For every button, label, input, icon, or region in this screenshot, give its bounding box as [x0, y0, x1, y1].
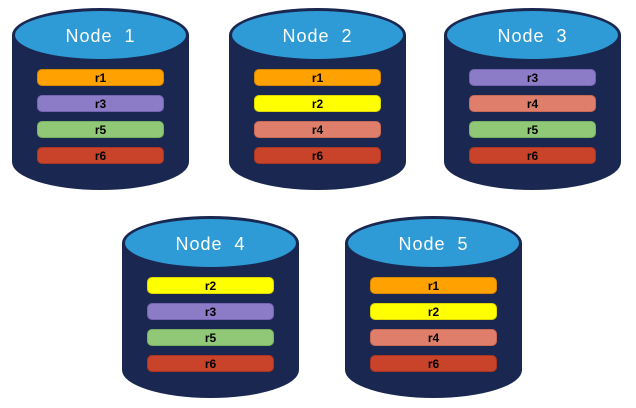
- database-node: Node 2 r1 r2 r4 r6: [229, 8, 406, 190]
- replica-bar-r3: r3: [469, 69, 596, 86]
- cylinder-top: Node 4: [122, 216, 299, 270]
- replica-list: r1 r2 r4 r6: [345, 277, 522, 372]
- cylinder-top: Node 5: [345, 216, 522, 270]
- replica-bar-r1: r1: [370, 277, 497, 294]
- replica-bar-r2: r2: [254, 95, 381, 112]
- replica-bar-r4: r4: [254, 121, 381, 138]
- replica-list: r1 r3 r5 r6: [12, 69, 189, 164]
- cylinder-top: Node 2: [229, 8, 406, 62]
- replica-bar-r5: r5: [147, 329, 274, 346]
- replica-bar-r5: r5: [37, 121, 164, 138]
- node-title: Node 3: [497, 26, 568, 46]
- replica-bar-r6: r6: [370, 355, 497, 372]
- replica-bar-r2: r2: [370, 303, 497, 320]
- database-node: Node 1 r1 r3 r5 r6: [12, 8, 189, 190]
- replica-bar-r2: r2: [147, 277, 274, 294]
- replica-bar-r3: r3: [37, 95, 164, 112]
- node-title: Node 2: [282, 26, 353, 46]
- replica-bar-r6: r6: [37, 147, 164, 164]
- node-title: Node 4: [175, 234, 246, 254]
- replica-list: r3 r4 r5 r6: [444, 69, 621, 164]
- cylinder-top: Node 3: [444, 8, 621, 62]
- replica-bar-r6: r6: [469, 147, 596, 164]
- node-title: Node 5: [398, 234, 469, 254]
- replica-bar-r4: r4: [370, 329, 497, 346]
- replica-bar-r3: r3: [147, 303, 274, 320]
- replica-list: r2 r3 r5 r6: [122, 277, 299, 372]
- node-title: Node 1: [65, 26, 136, 46]
- replica-bar-r4: r4: [469, 95, 596, 112]
- database-node: Node 5 r1 r2 r4 r6: [345, 216, 522, 398]
- cylinder-top: Node 1: [12, 8, 189, 62]
- database-node: Node 4 r2 r3 r5 r6: [122, 216, 299, 398]
- replica-bar-r1: r1: [254, 69, 381, 86]
- replica-bar-r6: r6: [147, 355, 274, 372]
- replica-bar-r5: r5: [469, 121, 596, 138]
- replica-list: r1 r2 r4 r6: [229, 69, 406, 164]
- database-node: Node 3 r3 r4 r5 r6: [444, 8, 621, 190]
- replica-bar-r1: r1: [37, 69, 164, 86]
- replica-bar-r6: r6: [254, 147, 381, 164]
